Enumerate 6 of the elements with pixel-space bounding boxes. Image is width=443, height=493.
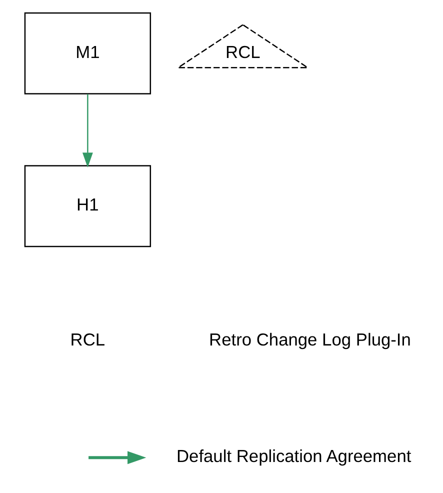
- legend-label: Default Replication Agreement: [176, 446, 412, 466]
- node-box: M1: [24, 12, 152, 94]
- arrow: [82, 94, 93, 168]
- node-box: H1: [24, 165, 152, 248]
- label: RCL: [70, 329, 106, 350]
- legend-label: Retro Change Log Plug-In: [209, 329, 411, 350]
